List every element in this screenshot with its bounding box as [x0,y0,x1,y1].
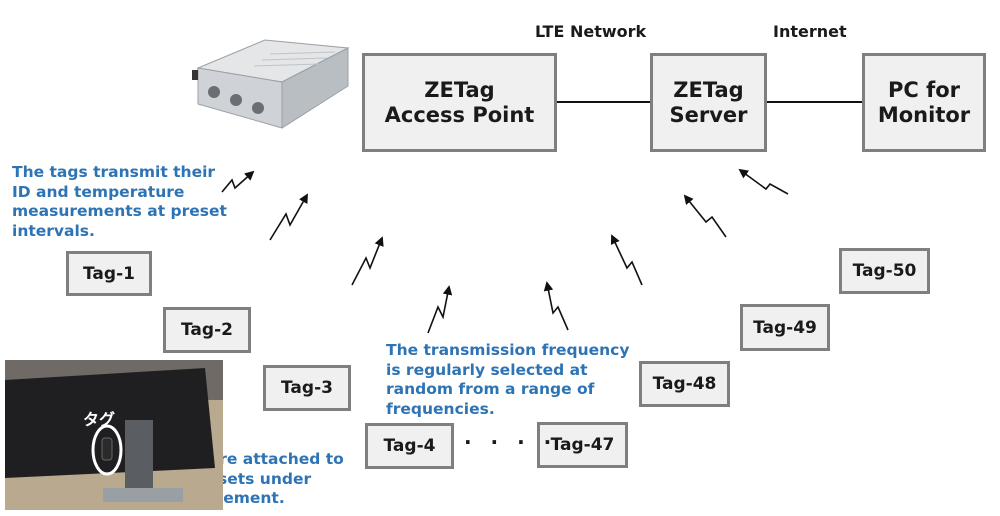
tag-box-48: Tag-48 [639,361,730,407]
note-frequency-line-2: is regularly selected at [386,360,588,379]
signal-arrow-7 [683,194,727,238]
pc-monitor-line-1: PC for [887,77,961,102]
signal-arrow-5 [543,281,569,331]
tag-box-47: Tag-47 [537,422,628,468]
server-line-1: ZETag [673,77,744,102]
tag-photo: タグ [5,360,223,510]
pc-monitor-box: PC for Monitor [862,53,986,152]
access-point-line-1: ZETag [424,77,495,102]
note-frequency-line-1: The transmission frequency [386,341,630,359]
tag-box-50: Tag-50 [839,248,930,294]
tag-ellipsis: · · · · [464,430,558,454]
signal-arrow-1 [221,170,255,193]
tag-highlight-ellipse [91,424,123,476]
pc-monitor-line-2: Monitor [877,102,971,127]
server-line-2: Server [669,102,748,127]
lte-network-label: LTE Network [535,22,647,41]
tag-box-2: Tag-2 [163,307,251,353]
signal-arrow-2 [269,193,308,241]
tag-box-4: Tag-4 [365,423,454,469]
note-transmit-line-1: The tags transmit their [12,163,216,181]
note-transmit-line-2: ID and temperature [12,182,185,201]
tag-box-3: Tag-3 [263,365,351,411]
server-box: ZETag Server [650,53,767,152]
signal-arrow-8 [738,168,789,195]
note-transmit-line-3: measurements at preset [12,202,227,220]
internet-label: Internet [773,22,847,41]
tag-box-1: Tag-1 [66,251,152,296]
access-point-box: ZETag Access Point [362,53,557,152]
tag-box-49: Tag-49 [740,304,830,351]
note-frequency: The transmission frequency is regularly … [386,341,629,419]
access-point-line-2: Access Point [384,102,535,127]
tag-photo-illustration [5,360,223,510]
access-point-device-image [192,39,350,129]
signal-arrow-4 [427,285,453,334]
note-frequency-line-3: random from a range of [386,380,595,398]
note-transmit-line-4: intervals. [12,221,95,240]
tag-photo-label: タグ [83,410,116,429]
note-frequency-line-4: frequencies. [386,399,495,418]
signal-arrow-6 [610,234,643,286]
note-transmit: The tags transmit their ID and temperatu… [12,163,227,241]
signal-arrow-3 [351,236,384,286]
